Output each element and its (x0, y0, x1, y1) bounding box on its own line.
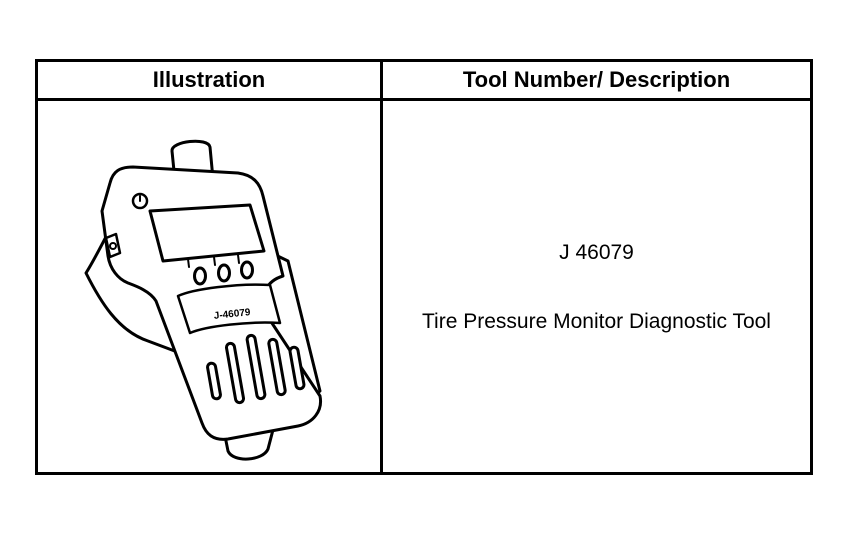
illustration-cell: J-46079 (38, 101, 383, 472)
tool-number: J 46079 (559, 241, 634, 264)
header-illustration: Illustration (38, 62, 383, 101)
header-tool-description: Tool Number/ Description (383, 62, 810, 101)
tool-description: Tire Pressure Monitor Diagnostic Tool (422, 310, 771, 333)
diagnostic-tool-illustration: J-46079 (84, 139, 323, 461)
tool-table: Illustration Tool Number/ Description (35, 59, 813, 475)
device-label: J-46079 (213, 307, 251, 322)
description-cell: J 46079 Tire Pressure Monitor Diagnostic… (383, 101, 810, 472)
